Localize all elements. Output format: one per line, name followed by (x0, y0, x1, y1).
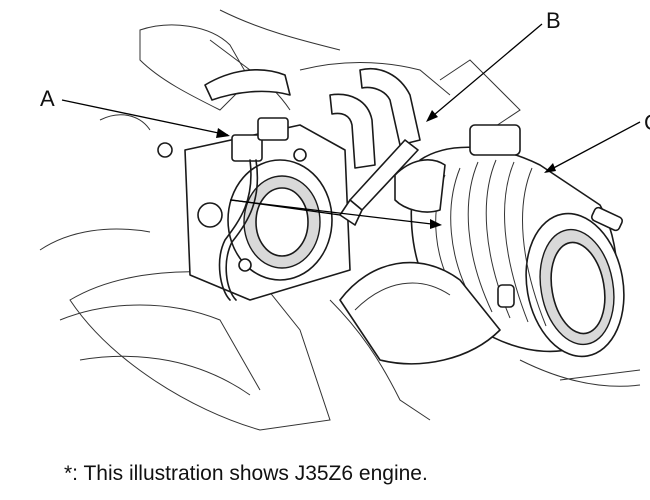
breather-hose (339, 139, 419, 226)
callout-label-c: C (644, 112, 650, 134)
callout-leaders (61, 23, 641, 229)
illustration-caption: *: This illustration shows J35Z6 engine. (64, 462, 428, 485)
coolant-hoses (204, 68, 421, 169)
sensor-connector (218, 117, 289, 301)
callout-label-a: A (40, 86, 55, 111)
air-intake-tube (339, 261, 501, 365)
callout-label-b: B (546, 8, 561, 33)
